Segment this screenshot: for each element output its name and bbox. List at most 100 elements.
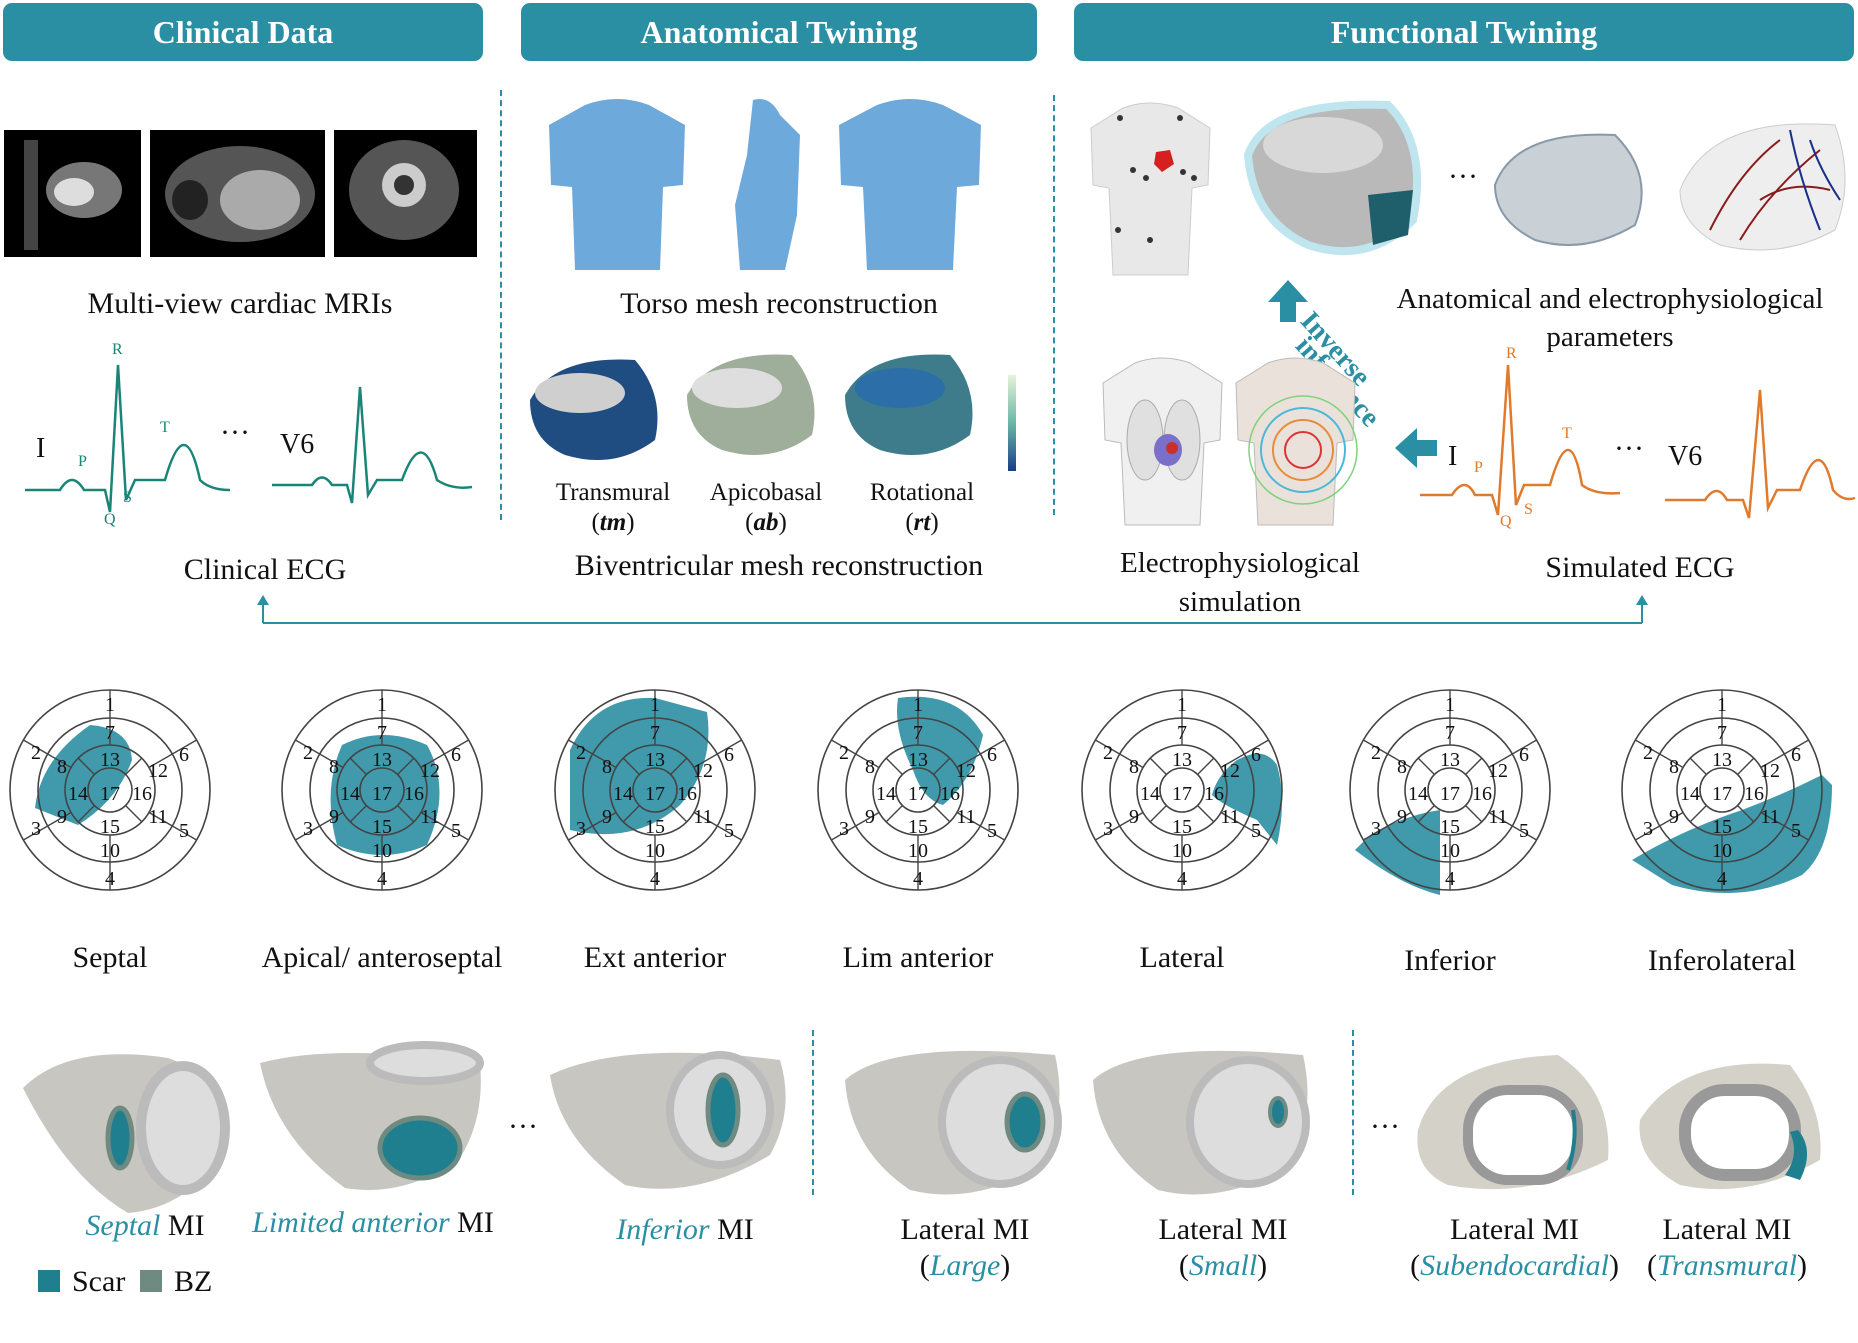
segment-13: 13 — [1440, 749, 1460, 771]
segment-17: 17 — [1172, 783, 1192, 805]
caption-italic: Small — [1188, 1249, 1258, 1282]
segment-17: 17 — [1712, 783, 1732, 805]
segment-8: 8 — [1669, 756, 1679, 778]
segment-14: 14 — [613, 783, 633, 805]
segment-16: 16 — [132, 783, 152, 805]
torso-front — [549, 99, 685, 270]
segment-8: 8 — [602, 756, 612, 778]
segment-17: 17 — [1440, 783, 1460, 805]
segment-17: 17 — [645, 783, 665, 805]
segment-5: 5 — [724, 820, 734, 842]
spoke — [420, 739, 469, 769]
field-rotational: Rotational(rt) — [869, 479, 975, 536]
spoke — [125, 805, 143, 823]
functional-ellipsis-top: ··· — [1448, 160, 1478, 193]
segment-5: 5 — [1519, 820, 1529, 842]
segment-13: 13 — [100, 749, 120, 771]
ring — [359, 767, 405, 813]
mri-view-3 — [334, 130, 477, 257]
segment-15: 15 — [372, 816, 392, 838]
spoke — [1465, 805, 1483, 823]
segment-2: 2 — [303, 742, 313, 764]
segment-12: 12 — [1760, 760, 1780, 782]
segment-10: 10 — [645, 840, 665, 862]
segment-3: 3 — [839, 818, 849, 840]
caption-prefix: Lateral MI — [1158, 1213, 1288, 1246]
segment-3: 3 — [1371, 818, 1381, 840]
spoke — [885, 757, 903, 775]
up-arrow — [1268, 280, 1308, 322]
segment-10: 10 — [1172, 840, 1192, 862]
torso-with-electrodes — [1090, 102, 1211, 276]
caption-italic: Large — [929, 1249, 1001, 1282]
segment-5: 5 — [451, 820, 461, 842]
heart-ellipsis-1: ··· — [508, 1110, 538, 1143]
torso-back — [839, 99, 981, 270]
segment-11: 11 — [420, 806, 439, 828]
spoke — [1095, 811, 1144, 841]
segment-4: 4 — [377, 868, 387, 890]
sim-wave-q: Q — [1500, 513, 1512, 530]
spoke — [956, 739, 1005, 769]
segment-12: 12 — [956, 760, 976, 782]
biv-caption: Biventricular mesh reconstruction — [574, 549, 984, 582]
spoke — [933, 757, 951, 775]
segment-2: 2 — [576, 742, 586, 764]
segment-8: 8 — [865, 756, 875, 778]
segment-3: 3 — [576, 818, 586, 840]
spoke — [1465, 757, 1483, 775]
segment-11: 11 — [956, 806, 975, 828]
segment-4: 4 — [650, 868, 660, 890]
segment-11: 11 — [1488, 806, 1507, 828]
fiber-mesh — [1493, 133, 1643, 246]
spoke — [1488, 739, 1537, 769]
segment-7: 7 — [1177, 722, 1187, 744]
comparison-bracket — [257, 595, 1648, 624]
wave-q: Q — [104, 511, 116, 528]
ring — [632, 767, 678, 813]
legend-bz-label: BZ — [174, 1265, 213, 1298]
segment-1: 1 — [913, 694, 923, 716]
purkinje-mesh — [1679, 123, 1846, 251]
spoke — [1737, 757, 1755, 775]
torso-potential-map — [1235, 357, 1358, 526]
heart-lateral-mi-large — [845, 1050, 1062, 1195]
scar-region — [35, 725, 132, 825]
segment-11: 11 — [1220, 806, 1239, 828]
legend-bz-swatch — [140, 1270, 162, 1292]
segment-16: 16 — [404, 783, 424, 805]
segment-15: 15 — [908, 816, 928, 838]
clinical-ecg-lead-v6 — [272, 386, 473, 504]
wave-s: S — [123, 489, 132, 506]
spoke — [1417, 757, 1435, 775]
bullseye-label-septal: Septal — [72, 941, 148, 974]
scar-region — [1212, 753, 1282, 845]
field-name: Apicobasal — [709, 479, 823, 506]
segment-13: 13 — [1172, 749, 1192, 771]
segment-8: 8 — [329, 756, 339, 778]
segment-2: 2 — [1643, 742, 1653, 764]
caption-prefix: Lateral MI — [900, 1213, 1030, 1246]
spoke — [831, 739, 880, 769]
segment-3: 3 — [303, 818, 313, 840]
spoke — [23, 811, 72, 841]
clinical-lead-v6: V6 — [280, 429, 315, 460]
segment-3: 3 — [31, 818, 41, 840]
segment-9: 9 — [865, 806, 875, 828]
params-caption-1: Anatomical and electrophysiological — [1396, 283, 1824, 315]
ring — [1427, 767, 1473, 813]
caption-prefix: Lateral MI — [1449, 1213, 1580, 1246]
spoke — [397, 757, 415, 775]
segment-16: 16 — [940, 783, 960, 805]
caption-limited-anterior-mi: Limited anterior MI — [228, 1205, 518, 1241]
spoke — [933, 805, 951, 823]
spoke — [1635, 739, 1684, 769]
spoke — [1220, 811, 1269, 841]
field-apicobasal: Apicobasal(ab) — [709, 479, 823, 536]
heart-inferior-mi — [550, 1051, 786, 1189]
spoke — [23, 739, 72, 769]
ring — [1159, 767, 1205, 813]
